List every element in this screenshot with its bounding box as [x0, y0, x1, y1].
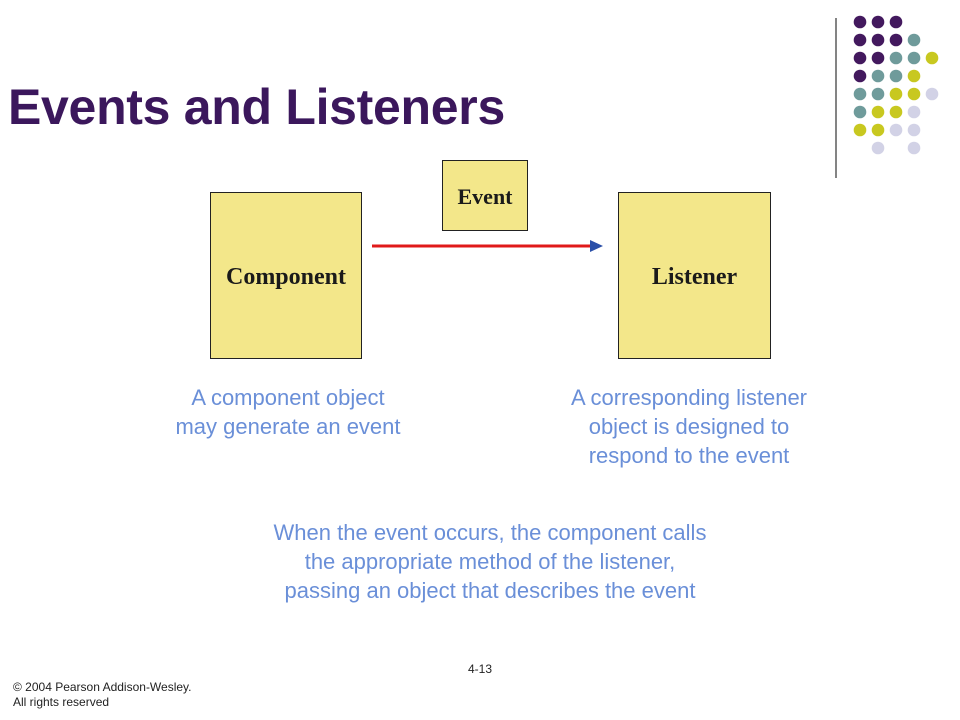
- decorative-dot: [889, 51, 903, 65]
- decorative-dot: [907, 33, 921, 47]
- event-flow-arrow: [372, 240, 603, 252]
- decorative-dot: [925, 51, 939, 65]
- event-box: Event: [442, 160, 528, 231]
- slide-title: Events and Listeners: [8, 79, 505, 135]
- decorative-dot: [925, 87, 939, 101]
- decorative-dot: [871, 141, 885, 155]
- decorative-dot: [871, 87, 885, 101]
- component-box: Component: [210, 192, 362, 359]
- decorative-dot: [907, 69, 921, 83]
- decorative-dot: [907, 141, 921, 155]
- decorative-dot: [889, 33, 903, 47]
- decorative-dot: [871, 69, 885, 83]
- decorative-dot: [871, 15, 885, 29]
- decorative-dot: [889, 123, 903, 137]
- decorative-dot: [889, 15, 903, 29]
- decorative-dot: [853, 51, 867, 65]
- decorative-dot: [853, 33, 867, 47]
- decorative-dot: [853, 123, 867, 137]
- component-label: Component: [225, 264, 346, 290]
- decorative-dot: [853, 15, 867, 29]
- listener-label: Listener: [651, 264, 738, 290]
- decorative-dot: [907, 105, 921, 119]
- slide-number: 4-13: [467, 662, 493, 676]
- decorative-dot: [889, 69, 903, 83]
- listener-caption: A corresponding listener object is desig…: [570, 385, 808, 468]
- decorative-dot: [889, 87, 903, 101]
- copyright-notice: © 2004 Pearson Addison-Wesley. All right…: [13, 680, 192, 709]
- decorative-dot: [871, 33, 885, 47]
- decorative-dot: [871, 123, 885, 137]
- decorative-dot: [853, 87, 867, 101]
- decorative-dot: [853, 69, 867, 83]
- decorative-dot: [907, 87, 921, 101]
- decorative-dot: [907, 123, 921, 137]
- decorative-dot: [889, 105, 903, 119]
- decorative-dot: [907, 51, 921, 65]
- decorative-dot: [853, 105, 867, 119]
- decorative-dot: [871, 51, 885, 65]
- decorative-dot: [871, 105, 885, 119]
- summary-text: When the event occurs, the component cal…: [273, 520, 707, 603]
- event-label: Event: [457, 184, 513, 209]
- component-caption: A component object may generate an event: [175, 385, 401, 439]
- listener-box: Listener: [618, 192, 771, 359]
- dot-grid: [853, 15, 939, 155]
